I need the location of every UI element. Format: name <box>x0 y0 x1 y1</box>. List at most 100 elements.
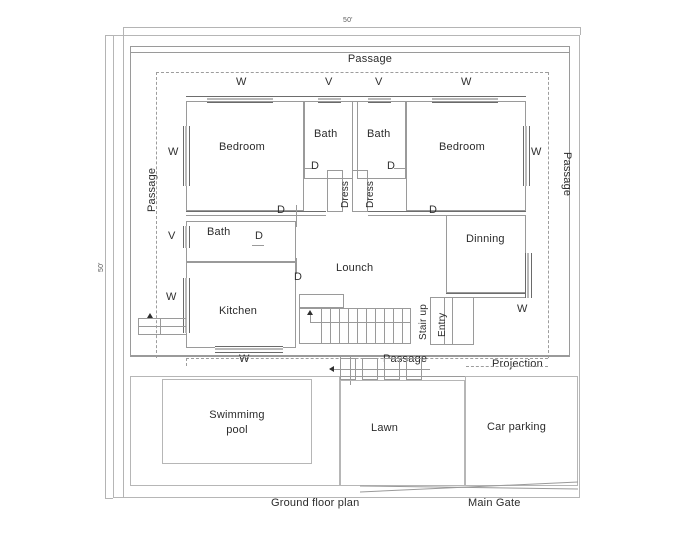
room-dress-right <box>352 170 368 212</box>
plot-boundary <box>113 35 580 498</box>
dinning-bottom-wall <box>446 293 528 294</box>
room-bath-left-top <box>304 101 353 179</box>
room-bedroom-left <box>186 101 304 211</box>
marker-door-bath-right-top: D <box>387 160 396 172</box>
room-label-bedroom-left: Bedroom <box>219 141 266 153</box>
window-symbol-top-right <box>432 96 498 103</box>
room-label-passage-bottom: Passage <box>383 353 428 365</box>
interior-top-wall-outer <box>186 96 526 97</box>
top-dimension-line <box>123 27 580 28</box>
bath-lower-wall-stub <box>296 205 297 227</box>
room-label-kitchen: Kitchen <box>219 305 258 317</box>
setback-line-left <box>156 72 157 358</box>
entry-door-leaf-2 <box>452 297 453 345</box>
marker-window-left-lower: W <box>166 291 177 303</box>
window-symbol-kitchen <box>183 278 190 333</box>
room-label-passage-right: Passage <box>561 152 573 197</box>
setback-line-right <box>548 72 549 358</box>
marker-door-bedroom-right: D <box>429 204 438 216</box>
main-gate-caption: Main Gate <box>468 497 521 509</box>
yard-car-parking <box>465 376 578 486</box>
window-symbol-kitchen-bottom <box>215 346 283 353</box>
marker-ventilator-top-left: V <box>325 76 333 88</box>
room-label-projection: Projection <box>492 358 543 370</box>
house-outer-wall-inner-top <box>130 52 570 53</box>
main-gate-opening <box>360 481 579 493</box>
marker-window-top-left: W <box>236 76 247 88</box>
room-label-bath-lower: Bath <box>207 226 231 238</box>
door-symbol-bath-left-top <box>304 168 316 169</box>
setback-line-top <box>156 72 548 73</box>
window-symbol-bedroom-left <box>183 126 190 186</box>
drawing-title: Ground floor plan <box>271 497 360 509</box>
marker-ventilator-left: V <box>168 230 176 242</box>
room-label-dress-left: Dress <box>340 180 351 208</box>
window-symbol-dinning <box>525 253 532 298</box>
room-label-passage-top: Passage <box>347 53 393 65</box>
entry-step-down-arrow-icon <box>329 366 334 372</box>
left-dimension-line <box>105 35 106 498</box>
room-label-entry: Entry <box>437 312 448 337</box>
room-bedroom-right <box>406 101 526 211</box>
left-dimension-label: 50' <box>98 262 105 272</box>
kitchen-step-line-3 <box>138 334 186 335</box>
room-dinning <box>446 215 526 293</box>
ventilator-symbol-top-right <box>368 96 391 103</box>
room-label-stair-up: Stair up <box>418 303 429 340</box>
projection-dashed-line <box>466 366 548 367</box>
kitchen-step-line-2 <box>138 326 186 327</box>
marker-door-bath-left-top: D <box>311 160 320 172</box>
kitchen-step-line-1 <box>138 318 186 319</box>
window-symbol-bedroom-right <box>523 126 530 186</box>
ventilator-symbol-top-left <box>318 96 341 103</box>
room-label-bedroom-right: Bedroom <box>439 141 486 153</box>
marker-ventilator-top-right: V <box>375 76 383 88</box>
yard-swimming-pool-area <box>130 376 340 486</box>
marker-door-kitchen: D <box>294 271 303 283</box>
kitchen-wall-stub <box>296 258 297 274</box>
door-symbol-bath-lower <box>252 245 264 246</box>
marker-window-top-right: W <box>461 76 472 88</box>
ventilator-symbol-bath-lower <box>183 226 190 248</box>
room-label-bath-right-top: Bath <box>367 128 391 140</box>
top-dimension-tick-left <box>123 27 124 35</box>
room-label-lounch: Lounch <box>336 262 374 274</box>
yard-lawn <box>340 380 465 486</box>
marker-door-bedroom-left: D <box>277 204 286 216</box>
door-symbol-bath-right-top <box>394 168 406 169</box>
top-dimension-label: 50' <box>343 17 353 24</box>
room-label-car-parking: Car parking <box>487 421 547 433</box>
plot-inner-left-edge <box>123 35 124 498</box>
left-dimension-tick-bottom <box>105 498 113 499</box>
room-label-swimming-pool-line1: Swimmimg <box>209 409 265 421</box>
marker-window-right-upper: W <box>531 146 542 158</box>
bedroom-right-bottom-wall <box>368 211 526 212</box>
stair-landing <box>299 294 344 308</box>
kitchen-step-edge-left <box>138 318 139 334</box>
dinning-bottom-wall-inner <box>446 297 528 298</box>
marker-door-bath-lower: D <box>255 230 264 242</box>
bedroom-left-bottom-wall <box>186 211 326 212</box>
staircase <box>299 308 411 344</box>
stair-direction-line <box>310 322 410 323</box>
swimming-pool <box>162 379 312 464</box>
marker-window-left-upper: W <box>168 146 179 158</box>
stair-up-arrow-icon <box>307 310 313 315</box>
room-bath-right-top <box>357 101 406 179</box>
top-dimension-tick-right <box>580 27 581 35</box>
bedroom-left-bottom-wall-inner <box>186 215 326 216</box>
entry-step-guide-1 <box>340 355 341 385</box>
kitchen-step-edge-mid <box>160 318 161 334</box>
room-bath-lower <box>186 221 296 262</box>
entry-door-leaf-1 <box>444 297 445 345</box>
marker-window-bottom: W <box>239 353 250 365</box>
stair-direction-stem <box>310 313 311 323</box>
room-label-bath-left-top: Bath <box>314 128 338 140</box>
room-dress-left <box>327 170 343 212</box>
kitchen-step-up-arrow-icon <box>147 313 153 318</box>
marker-window-dinning: W <box>517 303 528 315</box>
room-label-swimming-pool-line2: pool <box>226 424 248 436</box>
entry-step-direction-line <box>330 369 430 370</box>
room-label-dinning: Dinning <box>466 233 505 245</box>
